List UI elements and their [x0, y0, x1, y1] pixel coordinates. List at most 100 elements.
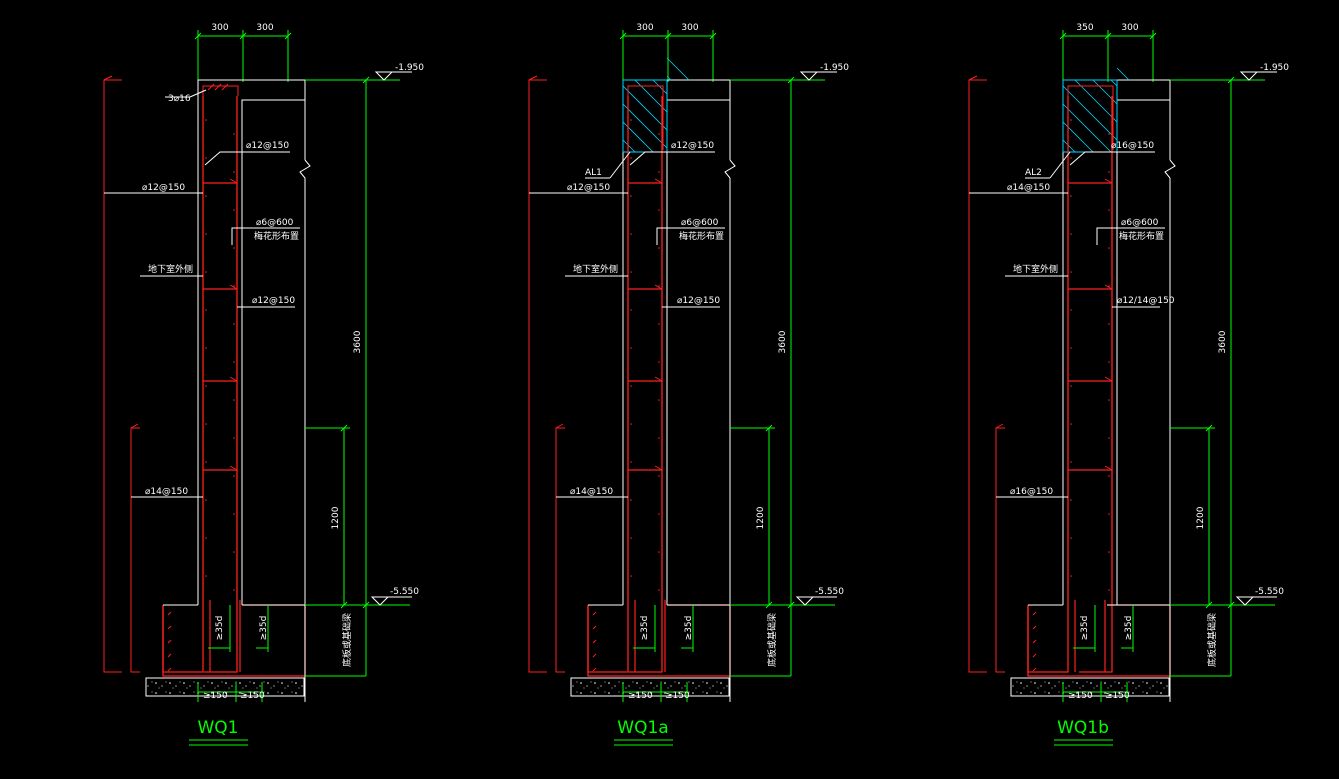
tie-note-label: 梅花形布置: [254, 230, 299, 242]
horizontal-bar-dot: [1108, 589, 1110, 591]
horizontal-bar-dot: [630, 347, 632, 349]
elev-triangle: [1235, 596, 1255, 606]
outer-side-label: 地下室外侧: [573, 263, 618, 275]
tie-label: ⌀6@600: [256, 218, 294, 228]
vertical-rebar: [162, 96, 241, 673]
elev-marker-bottom: -5.550: [795, 587, 844, 606]
annotations: AL2⌀16@150⌀14@150⌀6@600梅花形布置地下室外侧⌀12/14@…: [969, 141, 1175, 498]
dim-tick: [362, 76, 370, 84]
horizontal-bar-label: ⌀16@150: [1111, 141, 1154, 151]
horizontal-bar-dot: [658, 361, 660, 363]
horizontal-bar-dot: [233, 171, 235, 173]
lap-label-right: ≥150: [240, 691, 265, 701]
elev-top-label: -1.950: [820, 63, 849, 73]
section-title: WQ1: [189, 718, 248, 746]
bracket-end: [995, 423, 1004, 429]
dim-tick: [239, 32, 247, 40]
inner-bar-label: ⌀12@150: [677, 296, 720, 306]
hatch-line: [622, 85, 668, 131]
footing-bar-mark: [592, 667, 597, 672]
title-text: WQ1a: [617, 718, 668, 738]
elev-bottom-label: -5.550: [1255, 587, 1284, 597]
horizontal-bar-dot: [1070, 233, 1072, 235]
wall-edge: [1062, 79, 1171, 605]
wall-outline: [197, 79, 311, 605]
horizontal-bar-dot: [205, 347, 207, 349]
dim-tick: [709, 32, 717, 40]
horizontal-bar-dot: [233, 475, 235, 477]
beam-outline: [1062, 79, 1118, 153]
dim-tick: [787, 601, 795, 609]
elev-triangle: [795, 596, 815, 606]
horizontal-bar-dot: [1108, 475, 1110, 477]
tie-hook: [654, 284, 663, 290]
horizontal-bar-dot: [630, 461, 632, 463]
hatch-line: [666, 75, 672, 81]
horizontal-bar-dot: [1070, 575, 1072, 577]
horizontal-bar-dot: [1070, 347, 1072, 349]
top-dim-left: 300: [636, 23, 653, 33]
horizontal-bar-dot: [205, 385, 207, 387]
break-line: [724, 159, 736, 179]
footing-bar-mark: [1032, 639, 1037, 644]
horizontal-bar-dot: [205, 309, 207, 311]
leader: [189, 89, 207, 98]
horizontal-bar-dot: [1070, 499, 1072, 501]
elev-triangle: [1239, 71, 1259, 81]
lap-label-left: ≥150: [628, 691, 653, 701]
gravel-bed: [570, 677, 730, 697]
cap-bar-mark: [214, 83, 222, 91]
horizontal-bar-dot: [1108, 209, 1110, 211]
dim-tick: [765, 424, 773, 432]
anchor-label-right: ≥35d: [1124, 616, 1134, 641]
horizontal-bar-dot: [1070, 157, 1072, 159]
outer-lower-label: ⌀16@150: [1010, 487, 1053, 497]
horizontal-bar-dot: [630, 233, 632, 235]
hatch-line: [622, 103, 668, 149]
top-dimension: 300 300: [619, 23, 717, 82]
title-text: WQ1: [197, 718, 238, 738]
footing-bar-mark: [592, 611, 597, 616]
dim-tick: [284, 32, 292, 40]
horizontal-bar-dot: [1108, 437, 1110, 439]
wall-edge: [622, 79, 731, 605]
cap-label: 3⌀16: [168, 94, 191, 104]
horizontal-bar-dot: [233, 133, 235, 135]
horizontal-bar-dot: [658, 209, 660, 211]
horizontal-bar-dot: [630, 195, 632, 197]
bracket-end: [968, 75, 978, 81]
inner-bar-label: ⌀12/14@150: [1117, 296, 1175, 306]
footing-bar-mark: [1032, 667, 1037, 672]
tie-hook: [654, 376, 663, 382]
top-dim-right: 300: [681, 23, 698, 33]
base-label: 底板或基础梁: [341, 613, 353, 667]
inner-rebar: [629, 96, 663, 673]
lower-dim: 1200: [756, 506, 766, 529]
wall-edge: [197, 79, 306, 605]
horizontal-bar-dot: [1108, 551, 1110, 553]
elev-bottom-label: -5.550: [815, 587, 844, 597]
horizontal-bar-dot: [630, 537, 632, 539]
horizontal-bar-dot: [1070, 195, 1072, 197]
dim-tick: [787, 76, 795, 84]
footing-bar-mark: [167, 611, 172, 616]
top-dim-left: 300: [211, 23, 228, 33]
horizontal-bar-dot: [1108, 285, 1110, 287]
elev-top-label: -1.950: [1260, 63, 1289, 73]
horizontal-bar-dot: [658, 399, 660, 401]
title-text: WQ1b: [1057, 718, 1109, 738]
tie-hook: [229, 284, 238, 290]
leader: [1096, 227, 1165, 245]
tie-hook: [654, 178, 663, 184]
horizontal-bar-dot: [630, 499, 632, 501]
horizontal-bar-dot: [233, 247, 235, 249]
bracket-end: [130, 423, 139, 429]
anchor-label-right: ≥35d: [684, 616, 694, 641]
tie-hook: [1104, 284, 1113, 290]
inner-rebar: [1079, 96, 1113, 673]
footing-bar-mark: [1032, 653, 1037, 658]
